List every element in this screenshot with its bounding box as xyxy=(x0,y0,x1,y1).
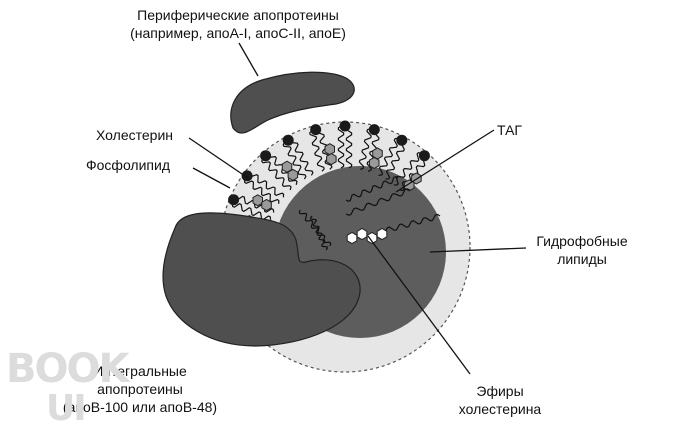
label-peripheral-line1: Периферические апопротеины xyxy=(137,7,339,23)
phospholipid-head xyxy=(241,170,253,182)
cholesterol-ring xyxy=(261,198,272,212)
phospholipid-head xyxy=(228,194,240,206)
label-integral-line1: Интегральные xyxy=(93,363,187,379)
label-hydrophobic-line1: Гидрофобные xyxy=(536,233,628,249)
phospholipid-head xyxy=(368,124,380,136)
label-phospholipid: Фосфолипид xyxy=(86,157,170,173)
label-tag: ТАГ xyxy=(497,122,523,138)
phospholipid-head xyxy=(339,120,351,132)
cholesterol-ring xyxy=(368,156,380,169)
watermark-book: BOOK xyxy=(6,346,129,392)
label-esters-line2: холестерина xyxy=(458,401,542,417)
triglyceride-chain xyxy=(345,188,411,216)
phospholipid-head xyxy=(310,124,322,136)
peripheral-apoprotein xyxy=(230,71,355,134)
phospholipid-head xyxy=(396,134,408,146)
leader-lines xyxy=(188,42,527,375)
watermark-ui: UI xyxy=(46,388,87,429)
phospholipid-head xyxy=(418,150,430,162)
fatty-acid-tail xyxy=(261,158,292,191)
fatty-acid-tail xyxy=(345,125,353,169)
label-integral-apoproteins: Интегральные апопротеины (апоВ-100 или а… xyxy=(40,362,240,416)
label-cholesterol: Холестерин xyxy=(96,127,173,143)
leader-tag xyxy=(395,129,495,193)
ester-ring xyxy=(346,231,358,245)
fatty-acid-tail xyxy=(358,128,372,170)
fatty-acid-tail xyxy=(289,138,314,176)
leader-hydrophobic xyxy=(429,247,527,253)
fatty-acid-tail xyxy=(282,141,307,180)
fatty-acid-tail xyxy=(385,141,406,180)
label-integral-line3: (апоВ-100 или апоВ-48) xyxy=(62,399,218,415)
ester-ring xyxy=(376,227,388,241)
triglyceride-chain xyxy=(309,215,329,251)
fatty-acid-tail xyxy=(243,179,280,204)
label-integral-line2: апопротеины xyxy=(97,381,183,397)
cholesterol-ring xyxy=(324,143,335,156)
label-esters-line1: Эфиры xyxy=(476,383,524,399)
cholesterol-ester-rings xyxy=(346,227,388,245)
label-peripheral-apoproteins: Периферические апопротеины (например, ап… xyxy=(118,6,358,42)
fatty-acid-tail xyxy=(337,125,345,169)
fatty-acid-tail xyxy=(309,130,325,172)
label-hydrophobic-lipids: Гидрофобные липиды xyxy=(512,232,652,268)
phospholipid-head xyxy=(282,134,294,146)
leader-phospholipid xyxy=(192,167,231,189)
label-cholesterol-esters: Эфиры холестерина xyxy=(430,382,570,418)
core-lipid-chains xyxy=(298,176,441,251)
triglyceride-chain xyxy=(379,213,441,235)
cholesterol-ring xyxy=(287,168,299,181)
triglyceride-chain xyxy=(345,176,399,202)
ester-ring xyxy=(356,227,368,241)
label-peripheral-line2: (например, апоА-I, апоС-II, апоЕ) xyxy=(130,25,346,41)
phospholipid-head xyxy=(260,150,272,162)
leader-cholesterol xyxy=(188,137,249,179)
integral-apoprotein xyxy=(162,212,361,347)
phospholipid-heads xyxy=(220,120,430,232)
cholesterol-ring xyxy=(281,160,293,173)
triglyceride-chain xyxy=(298,209,332,247)
leader-peripheral xyxy=(238,42,259,77)
leader-esters xyxy=(367,235,471,375)
fatty-acid-tail xyxy=(248,172,285,198)
cholesterol-ring xyxy=(326,153,337,166)
cholesterol-ring xyxy=(252,194,263,207)
fatty-acid-tail xyxy=(378,137,399,176)
label-hydrophobic-line2: липиды xyxy=(557,251,607,267)
